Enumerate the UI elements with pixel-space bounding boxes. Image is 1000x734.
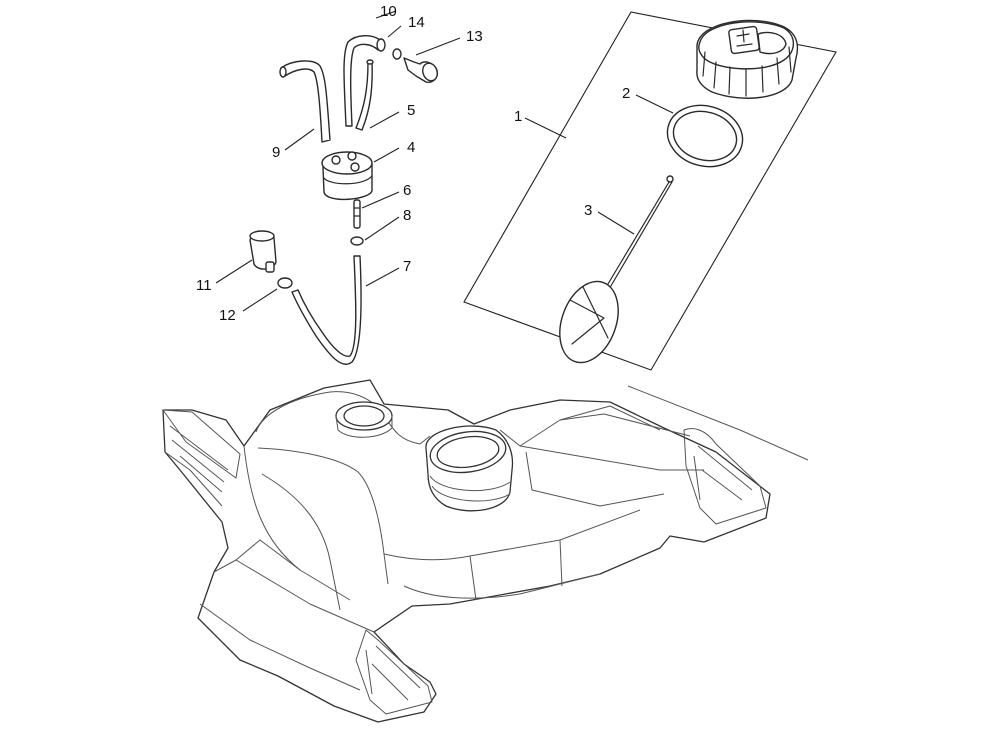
callout-13: 13 (466, 28, 483, 45)
callout-8: 8 (403, 207, 411, 224)
fuel-cap (696, 19, 799, 99)
fuel-line-7 (291, 255, 362, 365)
callout-11: 11 (196, 277, 212, 294)
callout-4: 4 (407, 139, 415, 156)
fuel-tank (162, 379, 809, 723)
vent-hose-10 (343, 35, 386, 127)
callout-2: 2 (622, 85, 630, 102)
callout-numbers: 1 2 3 4 5 6 7 8 9 10 11 12 13 14 (196, 3, 630, 324)
callout-7: 7 (403, 258, 411, 275)
fuel-strainer (559, 175, 674, 364)
vent-hose-9 (279, 60, 331, 143)
tank-grommet-4 (321, 151, 373, 201)
vent-hose-5 (355, 59, 374, 131)
callout-9: 9 (272, 144, 280, 161)
o-ring-14 (392, 48, 402, 60)
callout-1: 1 (514, 108, 522, 125)
fuel-filter-11 (249, 230, 277, 273)
callout-10: 10 (380, 3, 397, 20)
cap-gasket (666, 104, 744, 168)
callout-5: 5 (407, 102, 415, 119)
callout-3: 3 (584, 202, 592, 219)
o-ring-12 (277, 277, 293, 289)
callout-12: 12 (219, 307, 236, 324)
o-ring-8 (350, 236, 364, 246)
fitting-6 (353, 199, 361, 229)
check-valve-13 (403, 57, 438, 83)
leader-lines (215, 10, 674, 312)
callout-14: 14 (408, 14, 425, 31)
callout-6: 6 (403, 182, 411, 199)
